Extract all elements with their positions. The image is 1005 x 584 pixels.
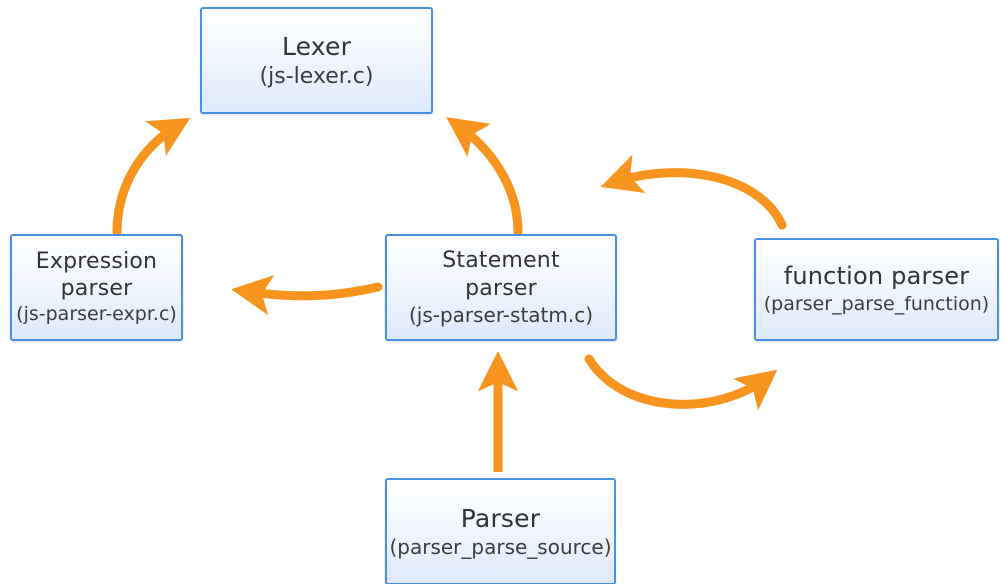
node-expression-parser-title: Expression parser	[35, 248, 158, 302]
node-statement-parser-title: Statement parser	[442, 248, 560, 301]
node-parser-title: Parser	[460, 504, 541, 534]
node-lexer-title: Lexer	[281, 31, 352, 61]
node-parser-subtitle: (parser_parse_source)	[389, 535, 612, 560]
node-lexer-subtitle: (js-lexer.c)	[259, 63, 374, 89]
edge-statement-to-function	[584, 354, 778, 411]
node-function-parser-subtitle: (parser_parse_function)	[763, 293, 990, 316]
node-statement-parser-subtitle: (js-parser-statm.c)	[408, 302, 594, 327]
node-expression-parser-subtitle: (js-parser-expr.c)	[16, 303, 177, 326]
edge-statement-to-lexer	[446, 117, 523, 237]
node-parser[interactable]: Parser (parser_parse_source)	[385, 478, 616, 584]
node-statement-parser[interactable]: Statement parser (js-parser-statm.c)	[385, 234, 617, 341]
node-expression-parser[interactable]: Expression parser (js-parser-expr.c)	[10, 234, 183, 341]
edge-statement-to-expression	[231, 275, 383, 316]
node-function-parser-title: function parser	[783, 262, 970, 291]
edge-function-to-statement	[600, 154, 787, 230]
edge-expression-to-lexer	[112, 117, 191, 237]
node-lexer[interactable]: Lexer (js-lexer.c)	[200, 7, 433, 114]
node-function-parser[interactable]: function parser (parser_parse_function)	[754, 238, 999, 341]
